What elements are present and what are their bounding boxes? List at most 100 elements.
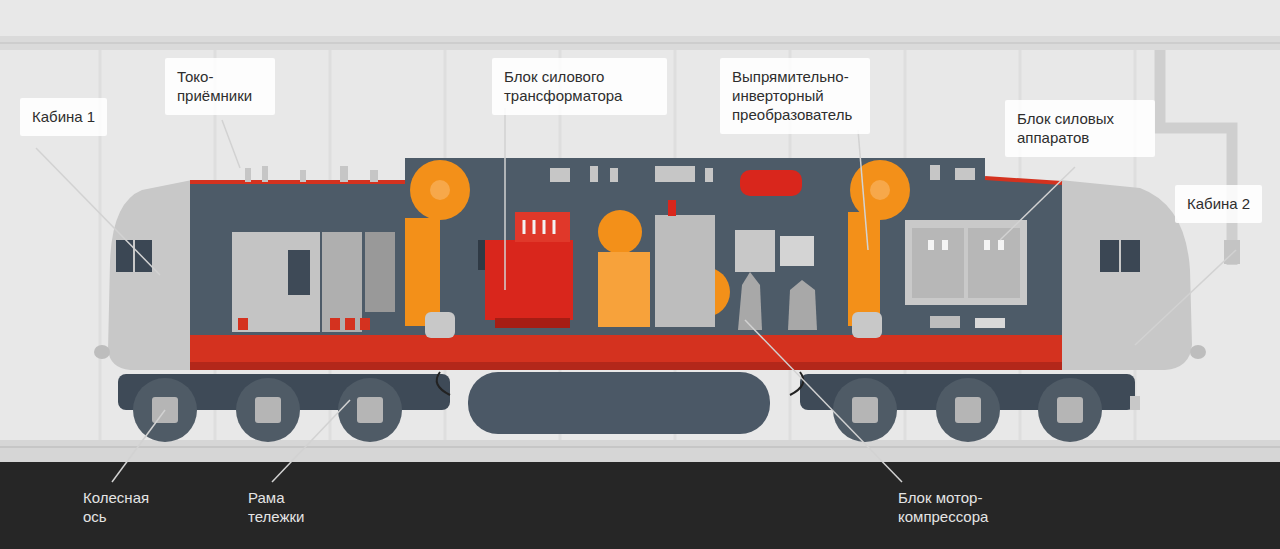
locomotive-body	[108, 180, 195, 370]
equipment	[430, 180, 450, 200]
callout-box: Токо- приёмники	[165, 58, 275, 115]
equipment	[360, 318, 370, 330]
equipment	[330, 318, 340, 330]
track	[0, 440, 1280, 549]
leader-lines	[36, 148, 160, 275]
equipment	[955, 168, 975, 180]
equipment	[850, 160, 910, 220]
bogies	[790, 372, 803, 395]
bogies	[936, 378, 1000, 442]
equipment	[598, 210, 642, 254]
equipment	[968, 228, 1020, 298]
callout-box: Выпрямительно- инверторный преобразовате…	[720, 58, 870, 134]
equipment	[598, 252, 650, 327]
locomotive-body	[133, 240, 135, 272]
equipment	[232, 232, 320, 332]
equipment	[345, 318, 355, 330]
equipment	[930, 165, 940, 180]
locomotive-body	[190, 335, 1062, 370]
callout-box: Кабина 2	[1175, 185, 1262, 223]
equipment	[524, 220, 554, 234]
equipment	[300, 170, 306, 182]
bogies	[437, 372, 450, 395]
callout-box: Кабина 1	[20, 98, 107, 136]
equipment	[232, 160, 1027, 338]
locomotive-body	[1100, 240, 1140, 272]
locomotive-body	[190, 362, 1062, 370]
equipment	[928, 240, 934, 250]
equipment	[852, 312, 882, 338]
leader-lines	[36, 108, 1236, 482]
bogies	[1038, 378, 1102, 442]
equipment	[370, 170, 378, 182]
callout-label: Блок силовых аппаратов	[1017, 109, 1143, 147]
equipment	[975, 318, 1005, 328]
equipment	[515, 212, 570, 242]
locomotive-body	[116, 240, 152, 272]
locomotive-body	[1130, 396, 1140, 410]
bogies	[852, 397, 878, 423]
leader-lines	[504, 108, 506, 290]
equipment	[553, 220, 556, 234]
locomotive-body	[94, 158, 1206, 410]
callout-label: Выпрямительно- инверторный преобразовате…	[732, 67, 858, 124]
bogies	[338, 378, 402, 442]
equipment	[735, 230, 775, 272]
bogies	[955, 397, 981, 423]
bogies	[437, 372, 804, 395]
equipment	[410, 160, 470, 220]
locomotive-body	[1060, 180, 1192, 370]
depot-background	[0, 36, 1280, 50]
locomotive-body	[94, 345, 110, 359]
leader-lines	[1000, 167, 1075, 240]
equipment	[655, 215, 715, 327]
equipment	[340, 166, 348, 182]
equipment	[928, 240, 1004, 250]
equipment	[543, 220, 546, 234]
locomotive-body	[1119, 240, 1121, 272]
equipment	[322, 232, 362, 332]
bogies	[1057, 397, 1083, 423]
equipment	[288, 250, 310, 295]
equipment	[238, 318, 370, 330]
depot-background	[1224, 240, 1240, 264]
equipment	[610, 168, 618, 182]
track	[0, 462, 1280, 549]
callout-label: Кабина 2	[1187, 194, 1250, 213]
locomotive-body	[1190, 345, 1206, 359]
locomotive-body	[985, 178, 1062, 183]
equipment	[523, 220, 526, 234]
equipment	[984, 240, 990, 250]
callout-label: Блок силового трансформатора	[504, 67, 655, 105]
part-label: Рама тележки	[248, 488, 328, 526]
depot-background	[0, 42, 1280, 44]
equipment	[425, 312, 455, 338]
track	[0, 440, 1280, 462]
callout-label: Кабина 1	[32, 107, 95, 126]
equipment	[245, 168, 251, 182]
equipment	[405, 218, 440, 326]
equipment	[870, 180, 890, 200]
bogies	[468, 372, 770, 434]
equipment	[485, 240, 573, 320]
equipment	[848, 212, 880, 326]
equipment	[262, 166, 268, 182]
equipment	[780, 236, 814, 266]
equipment	[930, 316, 960, 328]
leader-lines	[1135, 250, 1236, 345]
equipment	[238, 318, 248, 330]
equipment	[550, 168, 570, 182]
leader-lines	[858, 130, 868, 250]
equipment	[998, 240, 1004, 250]
part-label: Блок мотор- компрессора	[898, 488, 1008, 526]
callout-box: Блок силового трансформатора	[492, 58, 667, 115]
equipment	[533, 220, 536, 234]
bogies	[236, 378, 300, 442]
callout-box: Блок силовых аппаратов	[1005, 100, 1155, 157]
track	[0, 446, 1280, 448]
equipment	[942, 240, 948, 250]
equipment	[590, 166, 598, 182]
equipment	[905, 220, 1027, 305]
